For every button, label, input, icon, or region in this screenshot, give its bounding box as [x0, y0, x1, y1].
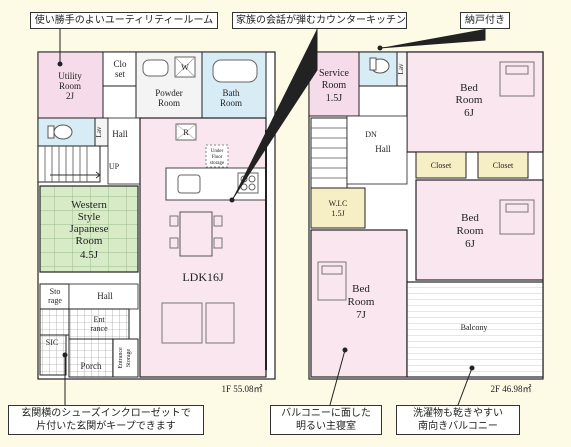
label-closet-2f-1: Closet — [431, 161, 452, 170]
stairs-2f — [310, 117, 348, 189]
label-bed2-l1: Bed — [461, 212, 479, 224]
floor1-area: 1F 55.08㎡ — [221, 384, 262, 394]
label-bed1-l3: 6J — [464, 107, 475, 119]
callout-entrance-line2: 片付いた玄関がキープできます — [36, 421, 176, 432]
ldk — [139, 117, 267, 378]
label-powder-l1: Powder — [155, 88, 183, 98]
sofa — [161, 302, 235, 344]
callout-south-balcony-line1: 洗濯物も乾きやすい — [413, 408, 503, 419]
label-hall-2f: Hall — [375, 144, 391, 154]
label-w: W — [181, 63, 189, 72]
balcony — [406, 281, 544, 378]
stairs-1f — [37, 145, 101, 183]
shoes-in-closet — [39, 334, 67, 376]
label-underfloor-l2: Floor — [212, 155, 223, 160]
label-powder-l2: Room — [158, 98, 180, 108]
label-japanese-l4: Room — [76, 235, 103, 247]
dining-table — [169, 211, 223, 257]
bathtub — [212, 59, 258, 83]
label-closet-2f-2: Closet — [493, 161, 514, 170]
floor-2 — [308, 51, 544, 380]
label-service-l3: 1.5J — [326, 93, 343, 104]
label-wic-l2: 1.5J — [331, 209, 344, 218]
label-bed2-l2: Room — [457, 225, 484, 237]
label-japanese-l2: Style — [78, 211, 101, 223]
callout-master-bedroom: バルコニーに面した 明るい主寝室 — [270, 405, 382, 435]
label-bed1-l2: Room — [456, 94, 483, 106]
bed-room-2 — [415, 179, 544, 281]
label-balcony: Balcony — [461, 323, 488, 332]
floor-1 — [37, 51, 276, 380]
label-sic: SIC — [46, 338, 58, 347]
closet-2f-2 — [477, 151, 529, 179]
label-bed1-l1: Bed — [460, 82, 478, 94]
label-bed3-l3: 7J — [356, 309, 367, 321]
closet-1f — [102, 51, 137, 87]
label-bed2-l3: 6J — [465, 238, 476, 250]
label-storage-l1: Sto — [50, 287, 61, 296]
label-bath-l1: Bath — [223, 88, 240, 98]
label-hall2-1f: Hall — [97, 291, 113, 301]
callout-south-balcony-line2: 南向きバルコニー — [418, 421, 498, 432]
callout-utility: 使い勝手のよいユーティリティールーム — [30, 12, 218, 29]
closet-2f-1 — [415, 151, 467, 179]
label-service-l2: Room — [322, 80, 347, 91]
callout-storage: 納戸付き — [460, 12, 510, 29]
japanese-room — [39, 185, 139, 273]
utility-room — [37, 51, 104, 119]
label-entrance-l2: rance — [90, 324, 108, 333]
label-utility-l3: 2J — [66, 91, 75, 101]
hall-2f — [346, 115, 408, 185]
callout-counter-kitchen: 家族の会話が弾むカウンターキッチン — [232, 12, 407, 29]
label-utility-l2: Room — [59, 81, 81, 91]
label-entrance-storage-l2: Storage — [126, 348, 132, 367]
label-japanese-l3: Japanese — [69, 223, 108, 235]
label-bath-l2: Room — [220, 98, 242, 108]
label-utility-l1: Utility — [58, 71, 82, 81]
walk-in-closet — [310, 187, 366, 229]
label-fridge: R — [183, 128, 189, 137]
label-storage-l2: rage — [48, 296, 62, 305]
label-closet-l1: Clo — [113, 59, 127, 69]
kitchen-counter — [165, 167, 267, 201]
callout-entrance-line1: 玄関横のシューズインクローゼットで — [21, 408, 191, 419]
label-dn: DN — [365, 130, 377, 139]
label-entrance-l1: Ent — [93, 315, 105, 324]
label-entrance-storage-l1: Entrance — [118, 347, 124, 369]
label-bed3-l2: Room — [348, 296, 375, 308]
label-hall-1f: Hall — [112, 129, 128, 139]
label-lav-2f: Lav — [397, 63, 405, 74]
porch — [68, 338, 114, 378]
callout-entrance: 玄関横のシューズインクローゼットで 片付いた玄関がキープできます — [8, 405, 204, 435]
label-japanese-l1: Western — [71, 199, 107, 211]
callout-master-bedroom-line2: 明るい主寝室 — [296, 421, 356, 432]
label-closet-l2: set — [115, 69, 125, 79]
floor2-area: 2F 46.98㎡ — [490, 384, 531, 394]
label-lav-1f: Lav — [95, 126, 103, 137]
callout-south-balcony: 洗濯物も乾きやすい 南向きバルコニー — [396, 405, 520, 435]
entrance — [68, 308, 130, 340]
callout-master-bedroom-line1: バルコニーに面した — [281, 408, 371, 419]
label-underfloor-l1: Under — [211, 149, 224, 154]
label-japanese-l5: 4.5J — [80, 249, 99, 261]
label-wic-l1: W.I.C — [329, 199, 348, 208]
label-up: UP — [109, 162, 120, 171]
label-service-l1: Service — [319, 68, 350, 79]
label-porch: Porch — [81, 361, 102, 371]
bed-room-3 — [310, 229, 408, 378]
label-bed3-l1: Bed — [352, 283, 370, 295]
bed-room-1 — [406, 51, 544, 153]
hall-1f — [107, 117, 141, 185]
sink — [142, 59, 169, 77]
label-ldk: LDK16J — [182, 270, 224, 284]
label-underfloor-l3: storage — [210, 161, 225, 166]
entrance-storage — [112, 338, 139, 378]
hall-2-1f — [68, 283, 139, 310]
